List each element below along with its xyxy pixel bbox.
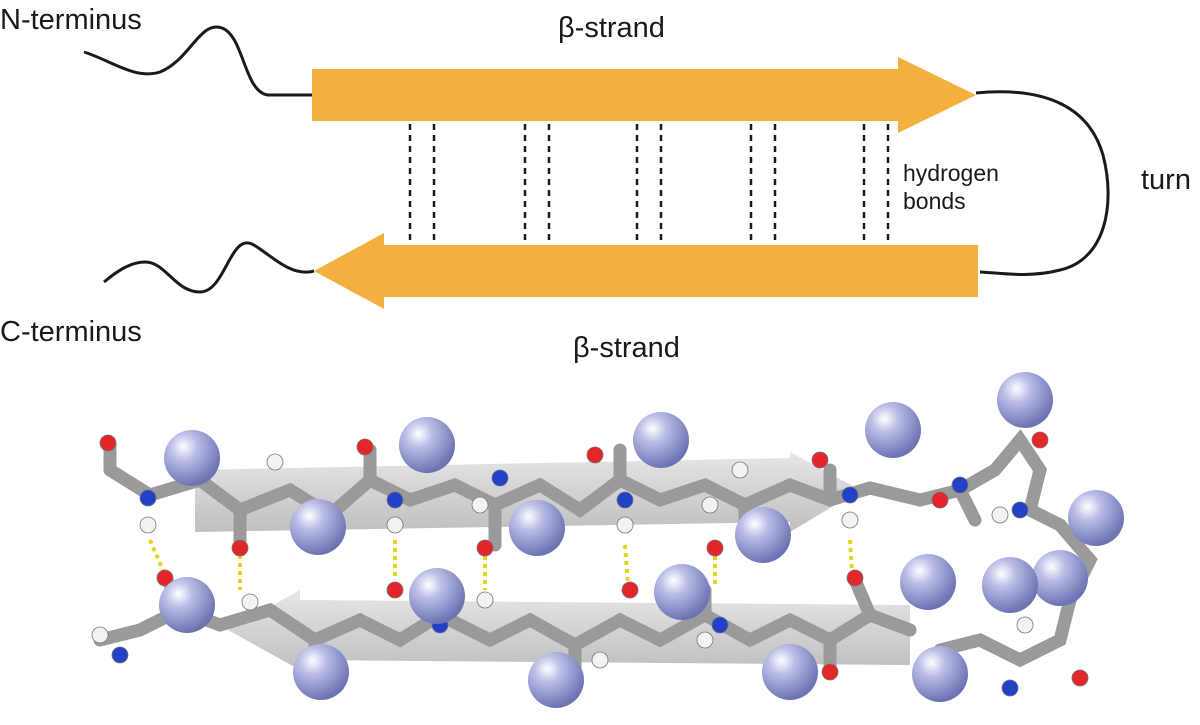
nitrogen-atom <box>841 486 859 504</box>
nitrogen-atom <box>711 616 729 634</box>
alpha-carbon-sphere <box>982 557 1038 613</box>
nitrogen-atom <box>491 469 509 487</box>
hydrogen-bond-3d <box>848 539 854 573</box>
n-terminus-tail <box>83 25 312 97</box>
oxygen-atom <box>476 539 494 557</box>
oxygen-atom <box>1031 431 1049 449</box>
nitrogen-atom <box>951 476 969 494</box>
beta-strand-label-bottom: β-strand <box>573 332 680 364</box>
hydrogen-atom <box>476 591 494 609</box>
hydrogen-bonds-3d <box>148 539 854 590</box>
oxygen-atom <box>811 451 829 469</box>
hydrogen-atom <box>471 496 489 514</box>
hydrogen-atom <box>1016 616 1034 634</box>
hydrogen-atom <box>841 511 859 529</box>
oxygen-atom <box>356 438 374 456</box>
alpha-carbon-sphere <box>399 417 455 473</box>
c-terminus-label: C-terminus <box>0 316 142 348</box>
oxygen-atom <box>846 569 864 587</box>
nitrogen-atom <box>139 489 157 507</box>
alpha-carbon-sphere <box>654 564 710 620</box>
hydrogen-atom <box>591 651 609 669</box>
alpha-carbon-sphere <box>164 430 220 486</box>
oxygen-atom <box>231 539 249 557</box>
hydrogen-atom <box>991 506 1009 524</box>
alpha-carbon-sphere <box>293 644 349 700</box>
oxygen-atom <box>821 663 839 681</box>
ribbon-arrow-bottom <box>228 590 910 670</box>
alpha-carbon-sphere <box>409 568 465 624</box>
hydrogen-atom <box>386 516 404 534</box>
turn-loop <box>975 90 1110 276</box>
hydrogen-bonds-label-line1: hydrogen <box>903 160 999 186</box>
alpha-carbon-sphere <box>762 644 818 700</box>
hydrogen-bonds-label: hydrogen bonds <box>903 160 999 215</box>
oxygen-atom <box>586 446 604 464</box>
oxygen-atom <box>99 434 117 452</box>
alpha-carbon-sphere <box>735 507 791 563</box>
hydrogen-atom <box>701 496 719 514</box>
beta-strand-arrow-top <box>312 57 976 133</box>
oxygen-atom <box>706 539 724 557</box>
oxygen-atom <box>386 581 404 599</box>
hydrogen-atom <box>91 626 109 644</box>
alpha-carbon-sphere <box>290 499 346 555</box>
alpha-carbon-sphere <box>528 652 584 708</box>
alpha-carbon-sphere <box>1068 490 1124 546</box>
hydrogen-atom <box>616 516 634 534</box>
n-terminus-label: N-terminus <box>0 4 142 36</box>
side-chain-stick <box>953 483 982 527</box>
hydrogen-atom <box>696 631 714 649</box>
nitrogen-atom <box>616 491 634 509</box>
hydrogen-bonds-label-line2: bonds <box>903 187 966 214</box>
alpha-carbon-sphere <box>509 500 565 556</box>
nitrogen-atom <box>386 491 404 509</box>
hydrogen-atom <box>139 516 157 534</box>
beta-strand-arrow-bottom <box>314 233 978 309</box>
hydrogen-atom <box>266 453 284 471</box>
alpha-carbon-sphere <box>997 372 1053 428</box>
alpha-carbon-sphere <box>865 402 921 458</box>
oxygen-atom <box>156 569 174 587</box>
turn-label: turn <box>1141 164 1191 196</box>
alpha-carbon-sphere <box>900 554 956 610</box>
oxygen-atom <box>931 491 949 509</box>
hydrogen-bond-3d <box>148 539 167 576</box>
nitrogen-atom <box>1001 679 1019 697</box>
alpha-carbon-spheres <box>159 372 1124 708</box>
alpha-carbon-sphere <box>159 577 215 633</box>
alpha-carbon-sphere <box>912 646 968 702</box>
hydrogen-atom <box>731 461 749 479</box>
hydrogen-atom <box>241 593 259 611</box>
backbone-stick-bottom <box>93 602 917 653</box>
oxygen-atom <box>621 581 639 599</box>
c-terminus-tail <box>103 241 315 294</box>
nitrogen-atom <box>111 646 129 664</box>
alpha-carbon-sphere <box>1032 550 1088 606</box>
nitrogen-atom <box>1011 501 1029 519</box>
hydrogen-bond-3d <box>623 544 630 586</box>
hydrogen-bond-lines <box>408 124 890 242</box>
beta-hairpin-schematic <box>83 25 1110 309</box>
beta-strand-label-top: β-strand <box>558 12 665 44</box>
alpha-carbon-sphere <box>633 412 689 468</box>
oxygen-atom <box>1071 669 1089 687</box>
